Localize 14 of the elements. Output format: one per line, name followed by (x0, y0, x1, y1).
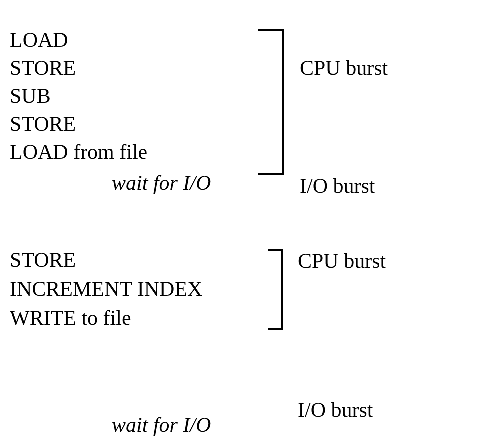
note: wait for I/O (112, 171, 212, 195)
instruction: INCREMENT INDEX (10, 277, 203, 301)
instruction: LOAD (10, 28, 68, 52)
instruction: WRITE to file (10, 306, 132, 330)
instruction: STORE (10, 112, 76, 136)
phase-label: CPU burst (298, 249, 386, 273)
instruction: STORE (10, 248, 76, 272)
instruction: LOAD from file (10, 140, 148, 164)
phase-label: I/O burst (298, 398, 374, 422)
note: wait for I/O (112, 413, 212, 437)
instruction: SUB (10, 84, 51, 108)
phase-label: I/O burst (300, 174, 376, 198)
phase-label: CPU burst (300, 56, 388, 80)
instruction: STORE (10, 56, 76, 80)
